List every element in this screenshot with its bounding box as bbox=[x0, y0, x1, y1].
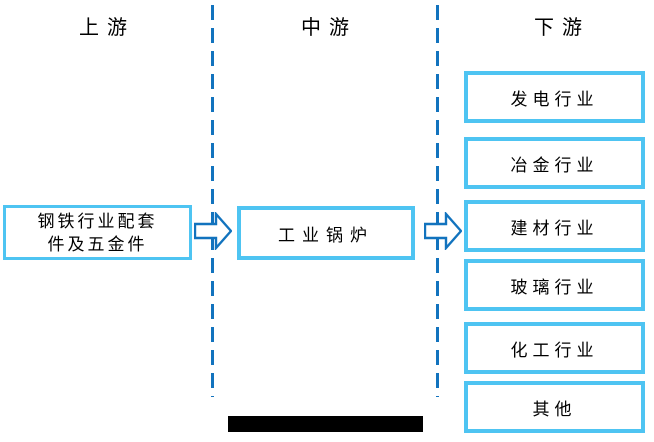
column-header-midstream: 中游 bbox=[301, 17, 357, 39]
midstream-box: 工业锅炉 bbox=[237, 206, 415, 260]
upstream-box-line1: 钢铁行业配套 bbox=[37, 211, 158, 231]
downstream-box-label: 建材行业 bbox=[510, 218, 599, 238]
downstream-box-label: 化工行业 bbox=[510, 340, 599, 360]
upstream-box: 钢铁行业配套 件及五金件 bbox=[3, 205, 192, 260]
right-block-arrow-icon bbox=[424, 212, 462, 250]
downstream-box-label: 其他 bbox=[532, 399, 577, 419]
midstream-box-label: 工业锅炉 bbox=[278, 225, 374, 245]
upstream-box-line2: 件及五金件 bbox=[47, 234, 148, 254]
right-block-arrow-icon bbox=[194, 212, 232, 250]
downstream-box-power: 发电行业 bbox=[464, 71, 645, 123]
downstream-box-label: 冶金行业 bbox=[510, 155, 599, 175]
redacted-source-bar bbox=[228, 416, 423, 432]
downstream-box-label: 玻璃行业 bbox=[510, 277, 599, 297]
column-header-upstream: 上游 bbox=[79, 17, 135, 39]
downstream-box-building-materials: 建材行业 bbox=[464, 200, 645, 252]
downstream-box-label: 发电行业 bbox=[510, 89, 599, 109]
column-header-downstream: 下游 bbox=[534, 17, 590, 39]
downstream-box-other: 其他 bbox=[464, 381, 645, 433]
downstream-box-chemical: 化工行业 bbox=[464, 322, 645, 374]
downstream-box-glass: 玻璃行业 bbox=[464, 259, 645, 311]
dashed-separator-left bbox=[211, 5, 214, 397]
downstream-box-metallurgy: 冶金行业 bbox=[464, 137, 645, 189]
dashed-separator-right bbox=[436, 5, 439, 397]
